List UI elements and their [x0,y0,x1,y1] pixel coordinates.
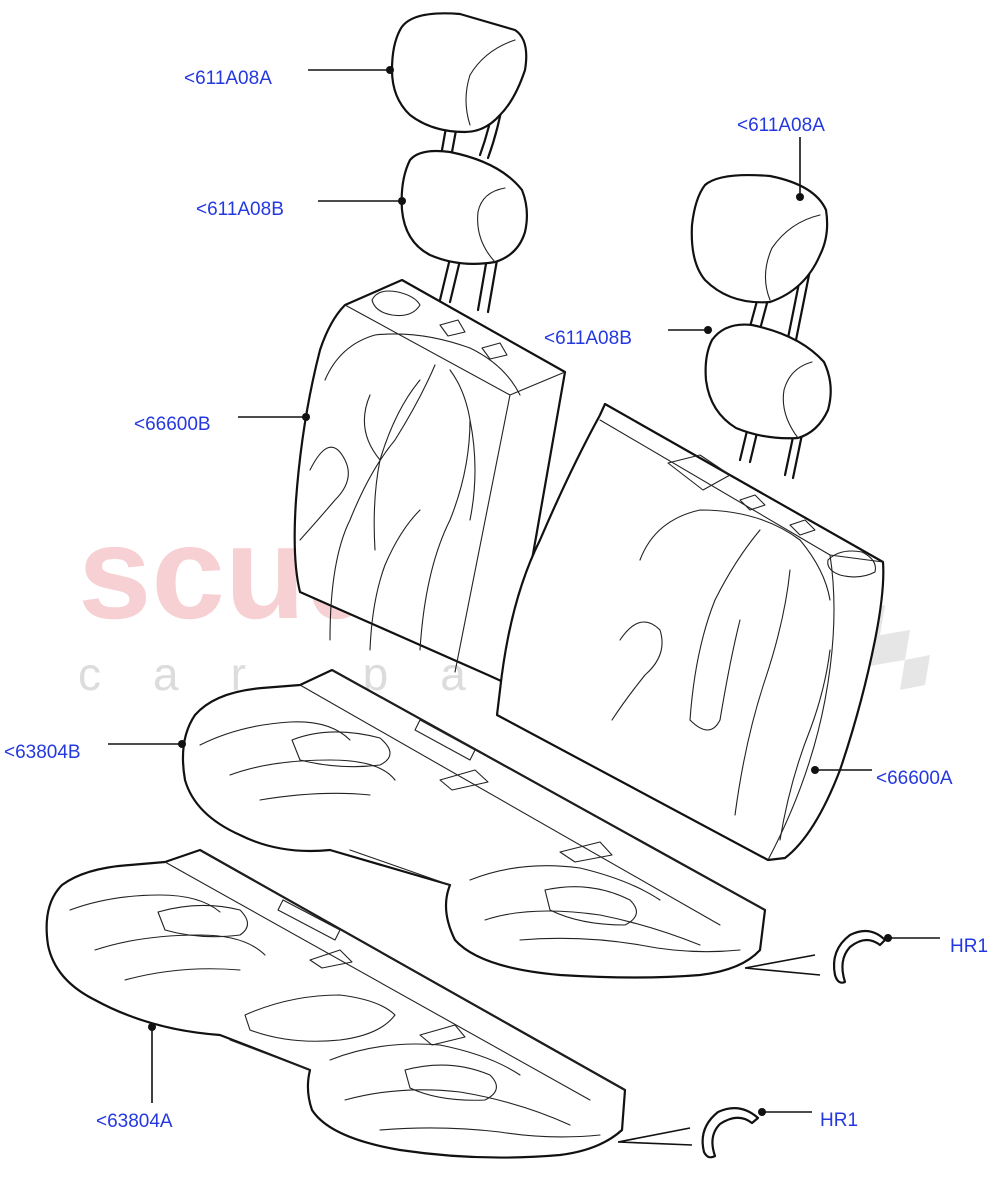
backrest-a [495,402,885,862]
headrest-b-right [704,323,832,480]
callout-backrest-a[interactable]: <66600A [876,768,953,789]
callout-headrest-a-left[interactable]: <611A08A [184,68,272,89]
callout-cushion-cover-a[interactable]: <63804A [96,1111,173,1132]
callout-cushion-cover-b[interactable]: <63804B [4,742,81,763]
callout-headrest-a-right[interactable]: <611A08A [737,115,825,136]
callout-leaders [108,66,940,1116]
headrest-b-left [400,149,529,314]
hog-ring-upper [744,929,887,984]
callout-hog-ring-lower[interactable]: HR1 [820,1110,858,1131]
callout-hog-ring-upper[interactable]: HR1 [950,936,988,957]
hog-ring-lower [617,1107,760,1159]
cushion-cover-a [45,848,627,1159]
callout-headrest-b-right[interactable]: <611A08B [544,328,632,349]
callout-headrest-b-left[interactable]: <611A08B [196,199,284,220]
callout-backrest-b[interactable]: <66600B [134,414,211,435]
cushion-cover-b [181,668,767,979]
backrest-b [293,278,567,687]
headrest-a-left [390,12,528,160]
